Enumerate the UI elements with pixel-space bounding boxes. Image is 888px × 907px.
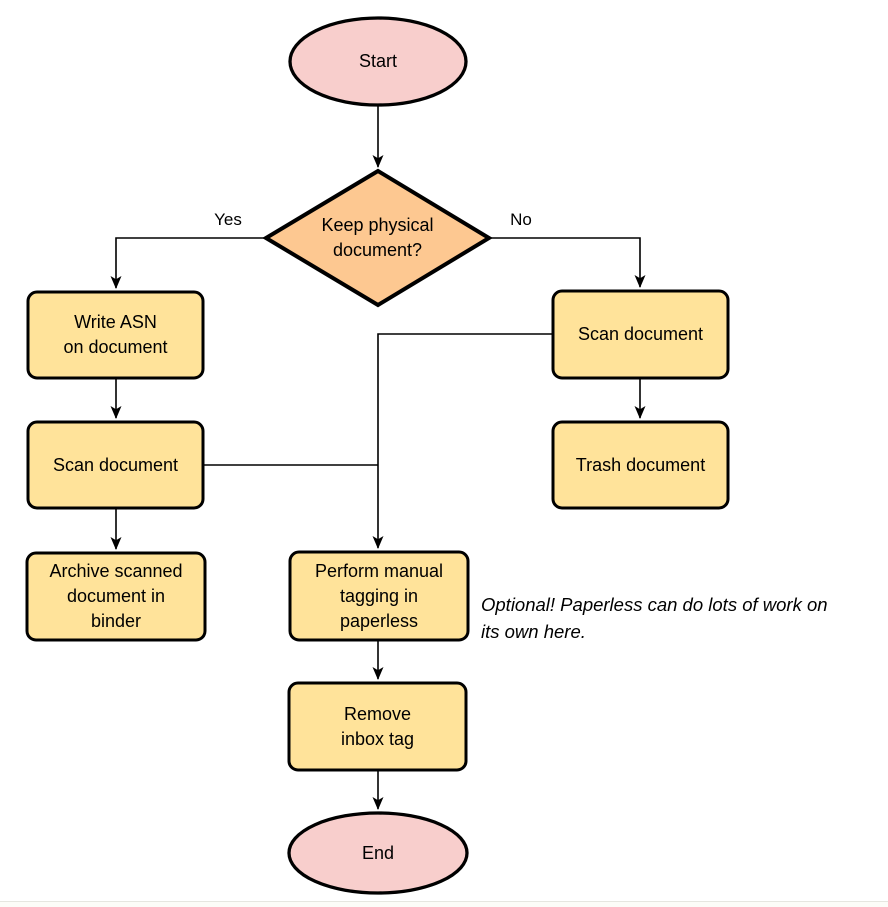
edge-decision-yes-to-write-asn [110,237,265,289]
start-node-shape [288,16,468,107]
remove-inbox-node-shape [287,681,468,772]
start-node-label: Start [358,51,397,71]
remove-inbox-node-label: Remove inbox tag [340,703,415,749]
end-node-shape [287,811,469,895]
trash-node-label: Trash document [575,454,706,475]
edge-decision-no-to-scan-right [490,237,646,288]
scan-right-node-shape [551,289,730,380]
write-asn-node-shape [26,290,205,380]
archive-node-label: Archive scanned document in binder [49,561,183,631]
scan-left-node-shape [26,420,205,510]
tagging-node-label: Perform manual tagging in paperless [314,560,444,631]
tagging-node-shape [288,550,470,642]
end-node-label: End [361,842,395,863]
trash-node-shape [551,420,730,510]
decision-node-label: Keep physical document? [321,215,434,260]
decision-node-shape [262,168,493,308]
no-branch-label: No [510,210,532,229]
edge-scan-right-to-tagging [372,333,553,549]
bottom-divider [0,901,888,907]
scan-left-node-label: Scan document [52,454,179,475]
optional-note: Optional! Paperless can do lots of work … [481,594,828,642]
archive-node-shape [25,551,207,642]
write-asn-node-label: Write ASN on document [63,312,168,357]
yes-branch-label: Yes [214,210,242,229]
scan-right-node-label: Scan document [577,324,704,344]
